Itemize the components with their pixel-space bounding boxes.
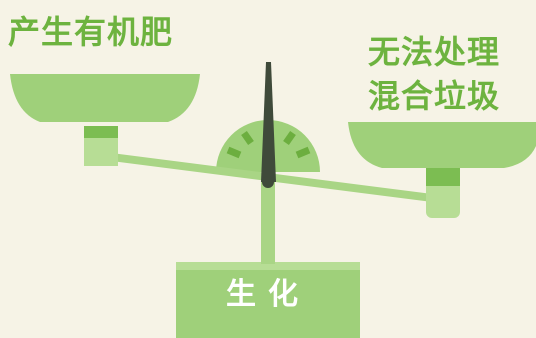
scale-base	[176, 262, 360, 338]
scale-needle	[261, 62, 276, 182]
right-pan-collar	[426, 168, 460, 186]
left-pan-collar	[84, 126, 118, 138]
right-pan-label-line1: 无法处理	[368, 33, 501, 71]
scale-pivot	[262, 176, 274, 188]
right-pan-label: 无法处理 混合垃圾	[368, 30, 500, 118]
right-pan-label-line2: 混合垃圾	[368, 77, 501, 115]
base-label: 生化	[226, 277, 310, 312]
left-pan	[10, 74, 200, 122]
dial-ticks	[226, 130, 311, 159]
scale-post	[261, 178, 275, 264]
right-pan	[348, 122, 536, 168]
scale-base-top-band	[176, 262, 360, 270]
left-pan-label: 产生有机肥	[8, 13, 174, 51]
